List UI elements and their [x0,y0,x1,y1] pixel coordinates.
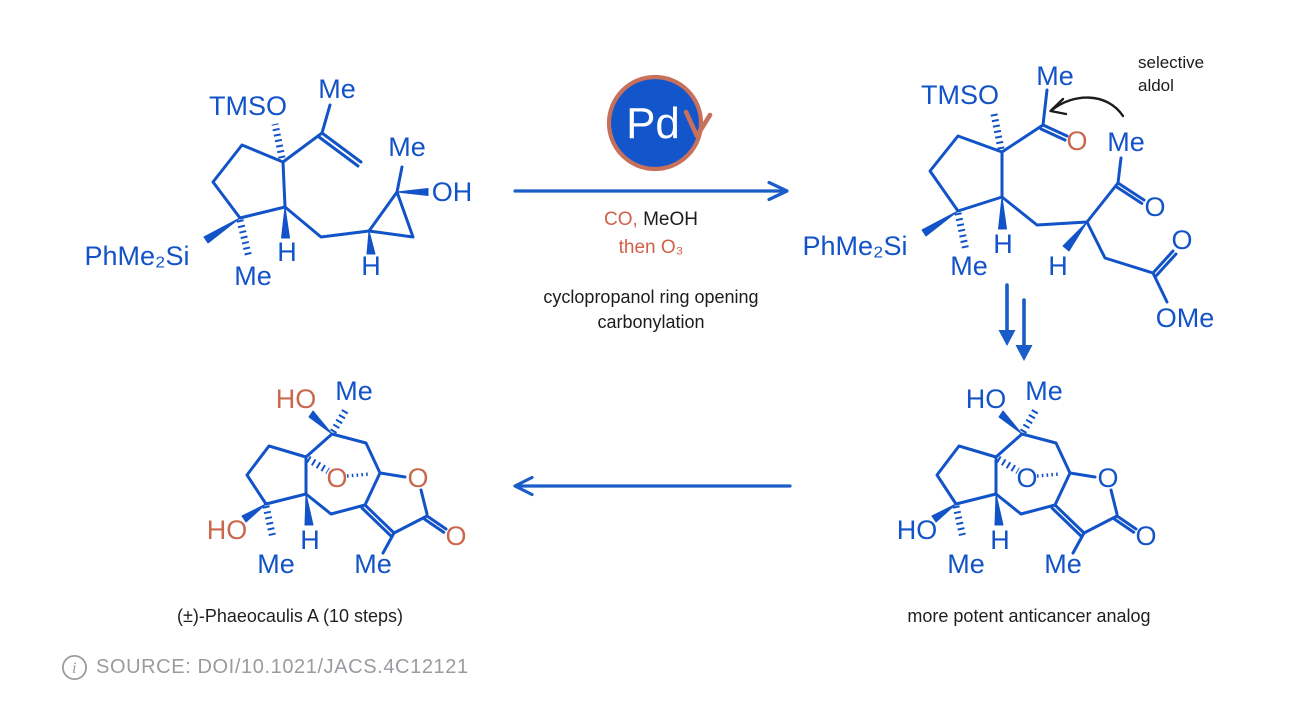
atom-labels-intermediate: TMSO Me O Me O H H O OMe PhMe₂Si Me [802,61,1214,333]
atom-label-phme2si: PhMe₂Si [802,231,907,261]
source-text: SOURCE: DOI/10.1021/JACS.4C12121 [96,655,469,678]
atom-label-h-ring: H [993,229,1013,259]
atom-label-phme2si: PhMe₂Si [84,241,189,271]
atom-labels-analog: HO Me O O O H HO Me Me [897,376,1157,579]
atom-label-h-ring: H [277,237,297,267]
pd-catalyst-badge: Pd [606,74,713,172]
structure-analog-drawing: HO Me O O O H HO Me Me [897,376,1157,579]
atom-label-me-bottom: Me [947,549,985,579]
aldol-annotation-line1: selective [1138,53,1205,72]
atom-label-o-carbonyl: O [1135,521,1156,551]
reagent-meoh: MeOH [643,209,698,230]
analog-caption: more potent anticancer analog [907,606,1151,626]
atom-label-o-lactone: O [407,463,428,493]
atom-label-o-bridge: O [1016,463,1037,493]
atom-label-oh: OH [432,177,473,207]
source-footer: i SOURCE: DOI/10.1021/JACS.4C12121 [61,652,469,682]
reaction-step-note: cyclopropanol ring opening carbonylation [495,285,807,335]
product-caption: (±)-Phaeocaulis A (10 steps) [177,606,403,626]
atom-label-me-cyclopropyl: Me [388,132,426,162]
atom-label-me-acetyl: Me [1036,61,1074,91]
retrosynthesis-arrow [513,475,792,497]
atom-labels-product: HO Me O O O H HO Me Me [207,376,467,579]
info-icon: i [61,654,88,680]
atom-label-o-carbonyl: O [445,521,466,551]
atom-label-me-alpha: Me [354,549,392,579]
atom-label-tmso: TMSO [209,91,287,121]
atom-label-me-top: Me [1025,376,1063,406]
atom-label-h: H [300,525,320,555]
atom-label-h: H [990,525,1010,555]
bonds-intermediate [921,88,1178,304]
atom-label-me-ketone: Me [1107,127,1145,157]
atom-label-tmso: TMSO [921,80,999,110]
atom-label-me-gem: Me [234,261,272,291]
pd-circle [606,74,704,172]
atom-label-me-isopropenyl: Me [318,74,356,104]
reaction-conditions-line2: then O₃ [618,237,684,258]
atom-label-o-lactone: O [1097,463,1118,493]
atom-labels-start: TMSO Me Me OH H H PhMe₂Si Me [84,74,472,291]
atom-label-me-bottom: Me [257,549,295,579]
aldol-curved-arrow [1049,96,1125,118]
step-note-line1: cyclopropanol ring opening [543,287,759,307]
atom-label-me-alpha: Me [1044,549,1082,579]
atom-label-o-ester: O [1171,225,1192,255]
step-note-line2: carbonylation [597,312,705,332]
atom-label-h-cyclopropyl: H [361,251,381,281]
aldol-annotation-line2: aldol [1138,76,1174,95]
atom-label-h-chain: H [1048,251,1068,281]
atom-label-ho-bottom: HO [207,515,248,545]
structure-intermediate-drawing: TMSO Me O Me O H H O OMe PhMe₂Si Me [802,61,1214,333]
atom-label-ho-top: HO [276,384,317,414]
atom-label-me-top: Me [335,376,373,406]
derivation-double-arrow [998,283,1033,361]
bonds-product [241,406,448,555]
atom-label-ho-top: HO [966,384,1007,414]
pd-symbol: Pd [626,99,680,148]
aldol-annotation: selective aldol [1138,51,1204,97]
pd-cycle-arrowhead-icon [683,109,713,139]
reaction-arrow [513,180,789,202]
bonds-analog [931,406,1138,555]
atom-label-ome: OMe [1156,303,1215,333]
atom-label-o-acetyl: O [1066,126,1087,156]
atom-label-me-gem: Me [950,251,988,281]
structure-product-drawing: HO Me O O O H HO Me Me [207,376,467,579]
structure-start-drawing: TMSO Me Me OH H H PhMe₂Si Me [84,74,472,291]
atom-label-o-bridge: O [326,463,347,493]
atom-label-ho-bottom: HO [897,515,938,545]
atom-label-o-ketone: O [1144,192,1165,222]
info-icon-glyph: i [72,660,77,677]
bonds-start [203,103,429,259]
reaction-conditions-line1: CO, MeOH [505,209,797,231]
reagent-co: CO, [604,209,638,230]
